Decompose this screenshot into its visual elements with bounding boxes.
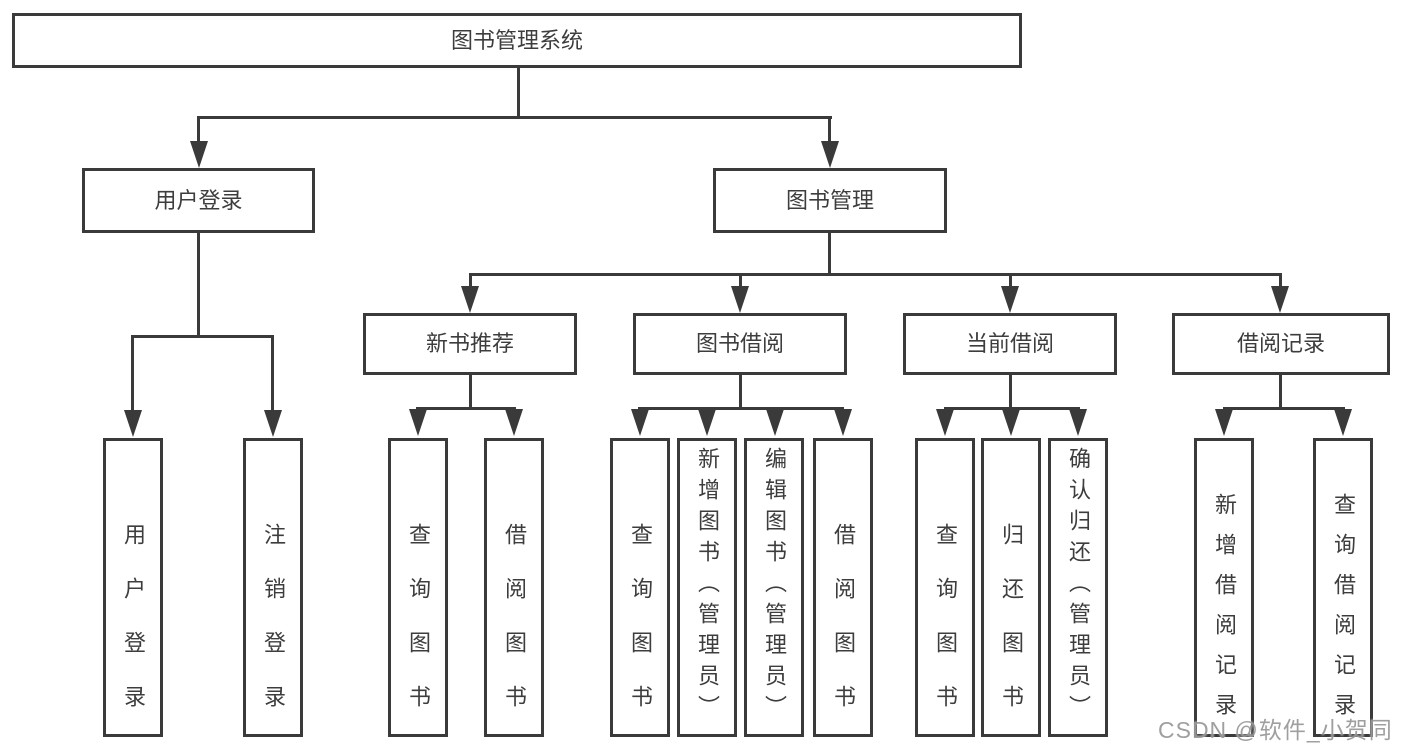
leaf-confirm-return-admin: 确认归还（管理员）: [1048, 438, 1108, 737]
connector-drop-book-management: [828, 116, 831, 144]
connector-drop-leaf-logout: [271, 335, 274, 412]
connector-user-login-stem: [197, 233, 200, 335]
connector-new-book-bracket: [416, 407, 516, 410]
connector-current-borrow-bracket: [944, 407, 1080, 410]
arrow-head-icon: [1001, 286, 1019, 313]
leaf-edit-book-admin: 编辑图书（管理员）: [744, 438, 804, 737]
leaf-query-books-borrow: 查询图书: [610, 438, 670, 739]
connector-drop-user-login: [197, 116, 200, 144]
leaf-label: 归还图书: [999, 523, 1024, 739]
leaf-borrow-books: 借阅图书: [813, 438, 873, 739]
connector-book-borrow-stem: [739, 375, 742, 408]
connector-drop-book-borrow: [739, 273, 742, 289]
leaf-label: 借阅图书: [502, 523, 527, 739]
connector-borrow-records-stem: [1279, 375, 1282, 408]
leaf-label: 注销登录: [261, 523, 286, 739]
arrow-head-icon: [731, 286, 749, 313]
leaf-label: 编辑图书（管理员）: [762, 447, 787, 726]
leaf-label: 查询借阅记录: [1331, 493, 1356, 733]
node-label: 图书借阅: [695, 331, 784, 356]
node-label: 用户登录: [154, 187, 243, 213]
connector-root-stem: [517, 66, 520, 119]
arrow-head-icon: [461, 286, 479, 313]
node-book-management: 图书管理: [713, 168, 947, 233]
leaf-add-book-admin: 新增图书（管理员）: [677, 438, 737, 737]
leaf-query-books-current: 查询图书: [915, 438, 975, 739]
arrow-head-icon: [834, 409, 852, 436]
arrow-head-icon: [409, 409, 427, 436]
watermark: CSDN @软件_小贺同学: [1158, 717, 1393, 743]
node-label: 图书管理系统: [450, 27, 583, 53]
connector-drop-current-borrow: [1009, 273, 1012, 289]
arrow-head-icon: [1215, 409, 1233, 436]
leaf-borrow-books-recommend: 借阅图书: [484, 438, 544, 739]
arrow-head-icon: [631, 409, 649, 436]
leaf-label: 查询图书: [628, 523, 653, 739]
leaf-label: 借阅图书: [831, 523, 856, 739]
connector-level3-bracket: [469, 273, 1281, 276]
node-label: 借阅记录: [1236, 331, 1325, 356]
connector-drop-leaf-user-login: [131, 335, 134, 412]
node-label: 新书推荐: [425, 331, 514, 356]
node-borrow-records: 借阅记录: [1172, 313, 1390, 375]
connector-new-book-stem: [469, 375, 472, 408]
arrow-head-icon: [124, 410, 142, 437]
leaf-label: 新增借阅记录: [1212, 493, 1237, 733]
arrow-head-icon: [505, 409, 523, 436]
node-user-login: 用户登录: [82, 168, 315, 233]
node-label: 当前借阅: [965, 331, 1054, 356]
leaf-label: 新增图书（管理员）: [695, 447, 720, 726]
leaf-query-books-recommend: 查询图书: [388, 438, 448, 739]
arrow-head-icon: [1271, 286, 1289, 313]
connector-book-borrow-bracket: [638, 407, 844, 410]
node-label: 图书管理: [785, 187, 874, 213]
node-current-borrow: 当前借阅: [903, 313, 1117, 375]
node-new-book-recommend: 新书推荐: [363, 313, 577, 375]
leaf-label: 查询图书: [933, 523, 958, 739]
connector-book-management-stem: [828, 233, 831, 273]
arrow-head-icon: [821, 141, 839, 168]
leaf-query-borrow-record: 查询借阅记录: [1313, 438, 1373, 737]
leaf-label: 确认归还（管理员）: [1066, 447, 1091, 726]
leaf-label: 查询图书: [406, 523, 431, 739]
arrow-head-icon: [264, 410, 282, 437]
connector-level2-bracket: [198, 116, 832, 119]
arrow-head-icon: [698, 409, 716, 436]
leaf-add-borrow-record: 新增借阅记录: [1194, 438, 1254, 737]
arrow-head-icon: [766, 409, 784, 436]
arrow-head-icon: [1002, 409, 1020, 436]
arrow-head-icon: [190, 141, 208, 168]
connector-user-login-bracket: [131, 335, 274, 338]
node-book-borrow: 图书借阅: [633, 313, 847, 375]
arrow-head-icon: [936, 409, 954, 436]
arrow-head-icon: [1334, 409, 1352, 436]
node-root-system: 图书管理系统: [12, 13, 1022, 68]
leaf-return-book: 归还图书: [981, 438, 1041, 739]
connector-drop-borrow-records: [1279, 273, 1282, 289]
leaf-logout: 注销登录: [243, 438, 303, 739]
connector-current-borrow-stem: [1009, 375, 1012, 408]
connector-borrow-records-bracket: [1223, 407, 1345, 410]
leaf-label: 用户登录: [121, 523, 146, 739]
leaf-user-login: 用户登录: [103, 438, 163, 739]
arrow-head-icon: [1069, 409, 1087, 436]
connector-drop-new-book: [469, 273, 472, 289]
